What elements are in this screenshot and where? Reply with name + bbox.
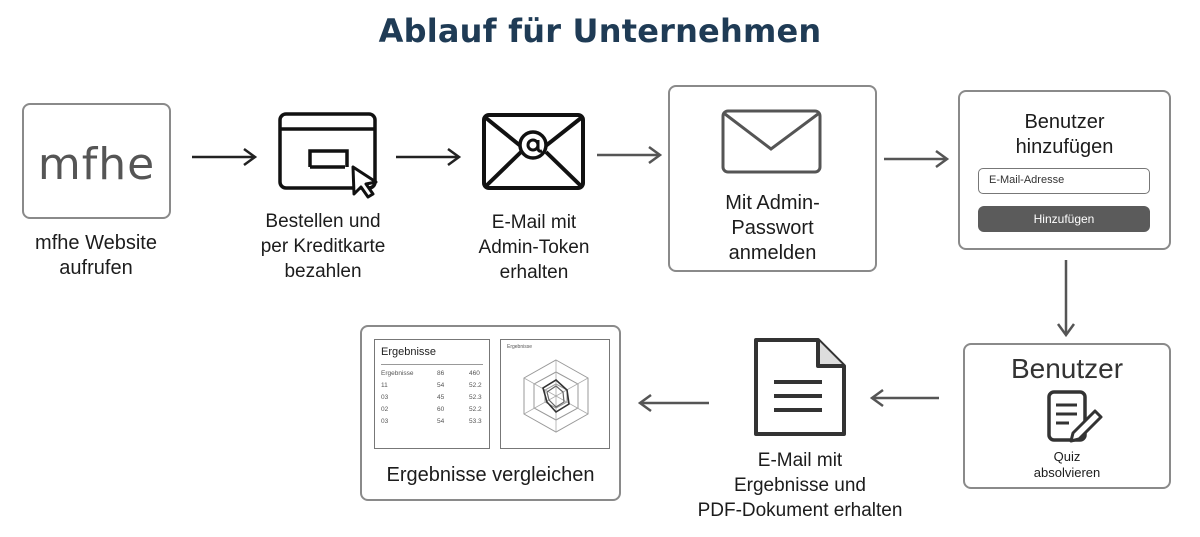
table-cell: 460: [469, 370, 480, 377]
table-cell: 03: [381, 418, 389, 425]
browser-cursor-icon: [278, 112, 378, 199]
table-cell: 60: [437, 406, 445, 413]
quiz-box: Benutzer Quiz absolvieren: [963, 343, 1171, 489]
arrow-results-email-to-compare: [637, 393, 709, 413]
arrow-website-to-order: [192, 147, 258, 167]
table-cell: 45: [437, 394, 445, 401]
token-email-label: E-Mail mit Admin-Token erhalten: [478, 212, 590, 283]
table-cell: 03: [381, 394, 389, 401]
results-table-title: Ergebnisse: [381, 346, 437, 358]
website-logo-box: mfhe: [22, 103, 171, 219]
order-label: Bestellen und per Kreditkarte bezahlen: [260, 211, 386, 282]
radar-chart: Ergebnisse: [500, 339, 610, 449]
table-cell: 54: [437, 418, 445, 425]
arrow-quiz-to-results-email: [869, 388, 939, 408]
compare-results-box: Ergebnisse Ergebnisse 86 460 11 54 52.2 03 45 52…: [360, 325, 621, 501]
document-icon: [754, 338, 846, 436]
add-users-title: Benutzer hinzufügen: [1015, 111, 1114, 158]
radar-chart-icon: [523, 359, 589, 433]
envelope-icon: [721, 109, 822, 174]
email-address-input[interactable]: E-Mail-Adresse: [978, 168, 1150, 194]
document-edit-icon: [1047, 390, 1103, 443]
table-cell: 52.2: [469, 406, 482, 413]
add-user-button[interactable]: Hinzufügen: [978, 206, 1150, 232]
arrow-order-to-token: [396, 147, 462, 167]
quiz-title: Benutzer: [1010, 353, 1124, 384]
table-cell: 54: [437, 382, 445, 389]
arrow-token-to-login: [597, 145, 663, 165]
table-cell: 52.2: [469, 382, 482, 389]
table-cell: 86: [437, 370, 445, 377]
radar-title: Ergebnisse: [507, 344, 533, 350]
website-label: mfhe Website aufrufen: [35, 232, 157, 279]
table-cell: Ergebnisse: [381, 370, 414, 377]
page-title: Ablauf für Unternehmen: [378, 12, 822, 50]
email-at-icon: [482, 113, 585, 190]
arrow-login-to-add-users: [884, 149, 950, 169]
results-email-label: E-Mail mit Ergebnisse und PDF-Dokument e…: [697, 450, 903, 521]
login-box: Mit Admin- Passwort anmelden: [668, 85, 877, 272]
table-cell: 11: [381, 382, 388, 389]
arrow-add-users-to-quiz: [1056, 260, 1076, 338]
table-cell: 02: [381, 406, 389, 413]
add-users-box: Benutzer hinzufügen E-Mail-Adresse Hinzu…: [958, 90, 1171, 250]
quiz-label: Quiz absolvieren: [1033, 449, 1101, 480]
table-divider: [381, 364, 483, 365]
table-cell: 52.3: [469, 394, 482, 401]
table-cell: 53.3: [469, 418, 482, 425]
compare-results-label: Ergebnisse vergleichen: [386, 464, 595, 486]
mfhe-logo: mfhe: [37, 139, 156, 190]
results-table: Ergebnisse Ergebnisse 86 460 11 54 52.2 03 45 52…: [374, 339, 490, 449]
login-label: Mit Admin- Passwort anmelden: [725, 192, 820, 264]
